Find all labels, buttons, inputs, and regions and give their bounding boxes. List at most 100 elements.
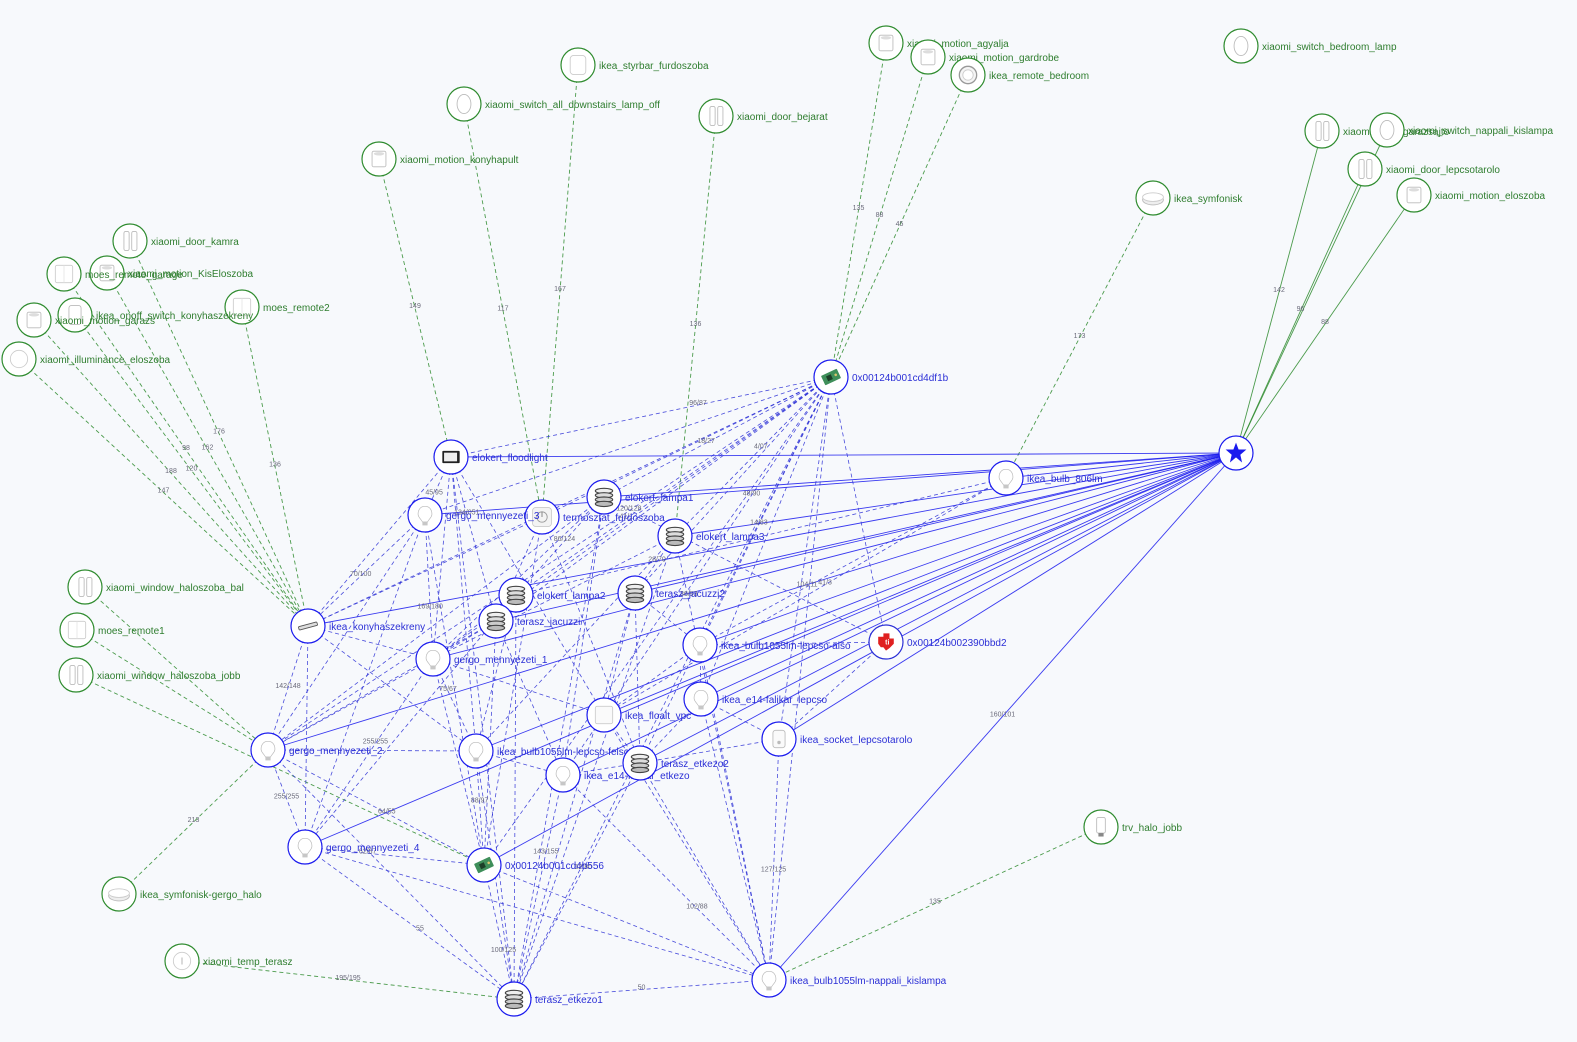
link-n6-n12[interactable] — [432, 535, 676, 660]
link-n7-n16[interactable] — [603, 477, 1007, 716]
link-n12-n18[interactable] — [267, 658, 434, 751]
link-n7-n13[interactable] — [699, 477, 1007, 646]
link-n1-n11[interactable] — [307, 376, 832, 627]
link-n9-coord[interactable] — [495, 452, 1237, 622]
node-ikea_e14-falikar_lepcso[interactable]: ikea_e14-falikar_lepcso — [683, 681, 828, 717]
node-xiaomi_door_bejarat[interactable]: xiaomi_door_bejarat — [698, 98, 828, 134]
node-ikea_konyhaszekreny[interactable]: ikea_konyhaszekreny — [290, 608, 425, 644]
node-ikea_bulb_806lm[interactable]: ikea_bulb_806lm — [988, 460, 1103, 496]
link-n8-n19[interactable] — [475, 594, 517, 752]
link-n22-n25[interactable] — [304, 846, 770, 981]
link-n9-n18[interactable] — [267, 620, 497, 751]
link-e16-n11[interactable] — [63, 273, 309, 627]
link-n1-n9[interactable] — [495, 376, 832, 622]
link-n2-coord[interactable] — [450, 452, 1237, 458]
link-n20-coord[interactable] — [562, 452, 1237, 776]
node-xiaomi_window_haloszoba_bal[interactable]: xiaomi_window_haloszoba_bal — [67, 569, 244, 605]
link-n10-coord[interactable] — [634, 452, 1237, 594]
link-n18-n23[interactable] — [267, 749, 485, 866]
link-n5-n23[interactable] — [424, 514, 485, 866]
link-n19-n23[interactable] — [475, 750, 485, 866]
link-n23-coord[interactable] — [483, 452, 1237, 866]
link-e18-n11[interactable] — [74, 314, 309, 627]
link-n22-coord[interactable] — [304, 452, 1237, 848]
node-xiaomi_door_kamra[interactable]: xiaomi_door_kamra — [112, 223, 239, 259]
node-termosztat_furdoszoba[interactable]: termosztat_furdoszoba — [524, 499, 665, 535]
link-n12-n22[interactable] — [304, 658, 434, 848]
node-ikea_styrbar_furdoszoba[interactable]: ikea_styrbar_furdoszoba — [560, 47, 709, 83]
node-0x00124b002390bbd2[interactable]: 0x00124b002390bbd2 — [868, 624, 1007, 660]
link-n6-n25[interactable] — [674, 535, 770, 981]
link-n3-n20[interactable] — [562, 496, 605, 776]
node-xiaomi_motion_KisEloszoba[interactable]: xiaomi_motion_KisEloszoba — [89, 255, 254, 291]
link-n3-n12[interactable] — [432, 496, 605, 660]
node-xiaomi_switch_nappali_kislampa[interactable]: xiaomi_switch_nappali_kislampa — [1369, 112, 1554, 148]
node-xiaomi_door_lepcsotarolo[interactable]: xiaomi_door_lepcsotarolo — [1347, 151, 1500, 187]
node-xiaomi_motion_konyhapult[interactable]: xiaomi_motion_konyhapult — [361, 141, 519, 177]
link-n11-n22[interactable] — [304, 625, 309, 848]
link-n6-coord[interactable] — [674, 452, 1237, 537]
link-e14-n11[interactable] — [129, 240, 309, 627]
link-n22-n23[interactable] — [304, 846, 485, 866]
link-n23-n25[interactable] — [483, 864, 770, 981]
node-coordinator[interactable] — [1218, 435, 1254, 471]
link-n6-n24[interactable] — [513, 535, 676, 1000]
node-xiaomi_motion_gardrobe[interactable]: xiaomi_motion_gardrobe — [910, 39, 1060, 75]
link-n1-n23[interactable] — [483, 376, 832, 866]
link-n2-n11[interactable] — [307, 456, 452, 627]
link-n4-n11[interactable] — [307, 516, 543, 627]
node-ikea_bulb1055lm-nappali_kislampa[interactable]: ikea_bulb1055lm-nappali_kislampa — [751, 962, 947, 998]
link-e23-n23[interactable] — [75, 674, 485, 866]
link-n14-n1[interactable] — [830, 376, 887, 643]
link-n10-n24[interactable] — [513, 592, 636, 1000]
link-n15-coord[interactable] — [700, 452, 1237, 700]
link-e3-n6[interactable] — [674, 115, 717, 537]
link-n18-coord[interactable] — [267, 452, 1237, 751]
node-terasz_jacuzzi[interactable]: terasz_jacuzzi — [478, 603, 580, 639]
node-elokert_floodlight[interactable]: elokert_floodlight — [433, 439, 548, 475]
node-xiaomi_motion_eloszoba[interactable]: xiaomi_motion_eloszoba — [1396, 177, 1546, 213]
link-n4-n21[interactable] — [541, 516, 641, 764]
link-n1-n6[interactable] — [674, 376, 832, 537]
link-e9-coord[interactable] — [1235, 130, 1323, 454]
link-e20-n11[interactable] — [18, 358, 309, 627]
node-gergo_mennyezeti_2[interactable]: gergo_mennyezeti_2 — [250, 732, 383, 768]
link-n2-n9[interactable] — [450, 456, 497, 622]
link-n2-n24[interactable] — [450, 456, 515, 1000]
link-n18-n24[interactable] — [267, 749, 515, 1000]
link-e22-n18[interactable] — [76, 629, 269, 751]
node-ikea_bulb1055lm-lepcso-also[interactable]: ikea_bulb1055lm-lepcso-also — [682, 627, 851, 663]
node-terasz_etkezo1[interactable]: terasz_etkezo1 — [496, 981, 603, 1017]
link-e7-n1[interactable] — [830, 74, 969, 378]
node-ikea_onoff_switch_konyhaszekreny[interactable]: ikea_onoff_switch_konyhaszekreny — [57, 297, 253, 333]
link-n4-n23[interactable] — [483, 516, 543, 866]
node-ikea_symfonisk[interactable]: ikea_symfonisk — [1135, 180, 1243, 216]
link-n16-n20[interactable] — [562, 714, 605, 776]
link-n8-n22[interactable] — [304, 594, 517, 848]
link-n13-coord[interactable] — [699, 452, 1237, 646]
link-n5-coord[interactable] — [424, 452, 1237, 516]
node-0x00124b001cd4df1b[interactable]: 0x00124b001cd4df1b — [813, 359, 949, 395]
link-e2-n4[interactable] — [463, 103, 543, 518]
link-n25-coord[interactable] — [768, 452, 1237, 981]
node-0x00124b001cd4b556[interactable]: 0x00124b001cd4b556 — [466, 847, 604, 883]
link-n21-n24[interactable] — [513, 762, 641, 1000]
link-n8-n24[interactable] — [513, 594, 517, 1000]
link-e21-n18[interactable] — [84, 586, 269, 751]
node-xiaomi_temp_terasz[interactable]: xiaomi_temp_terasz — [164, 943, 292, 979]
node-ikea_socket_lepcsotarolo[interactable]: ikea_socket_lepcsotarolo — [761, 721, 913, 757]
link-n11-n18[interactable] — [267, 625, 309, 751]
link-n1-n2[interactable] — [450, 376, 832, 458]
link-n5-n18[interactable] — [267, 514, 426, 751]
node-gergo_mennyezeti_1[interactable]: gergo_mennyezeti_1 — [415, 641, 548, 677]
link-e12-coord[interactable] — [1235, 194, 1415, 454]
node-moes_remote_garage[interactable]: moes_remote_garage — [46, 256, 183, 292]
link-e11-coord[interactable] — [1235, 168, 1366, 454]
link-n1-n3[interactable] — [603, 376, 832, 498]
link-n22-n24[interactable] — [304, 846, 515, 1000]
node-terasz_etkezo2[interactable]: terasz_etkezo2 — [622, 745, 729, 781]
link-n5-n12[interactable] — [424, 514, 434, 660]
node-elokert_lampa2[interactable]: elokert_lampa2 — [498, 577, 606, 613]
node-trv_halo_jobb[interactable]: trv_halo_jobb — [1083, 809, 1182, 845]
